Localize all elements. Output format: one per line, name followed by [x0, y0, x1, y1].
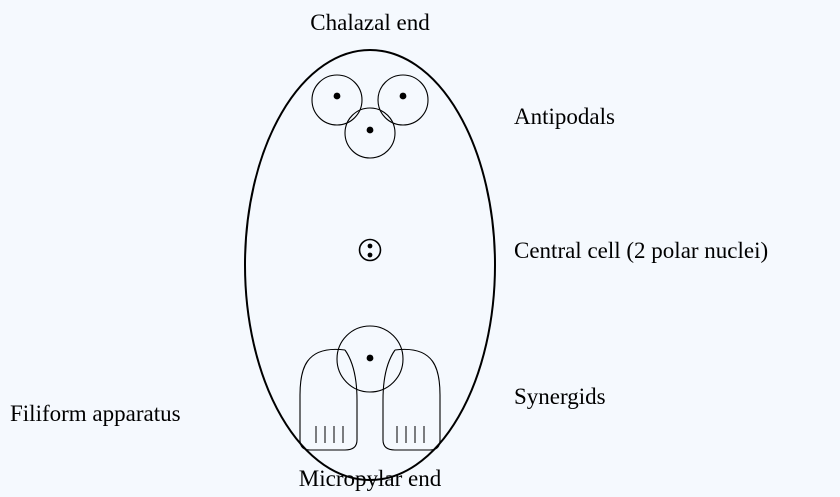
- egg-cell-nucleus: [367, 355, 374, 362]
- synergids: [300, 349, 440, 450]
- polar-nucleus-lower: [368, 253, 373, 258]
- label-antipodals: Antipodals: [514, 104, 615, 129]
- central-cell: [360, 240, 381, 261]
- egg-cell: [337, 326, 403, 392]
- antipodal-nucleus-left: [334, 93, 341, 100]
- antipodal-nucleus-bottom: [367, 127, 374, 134]
- antipodal-cells: [312, 75, 428, 158]
- label-central-cell: Central cell (2 polar nuclei): [514, 238, 768, 263]
- label-micropylar-end: Micropylar end: [299, 466, 442, 491]
- synergid-right: [383, 349, 440, 450]
- embryo-sac-outline: [245, 50, 495, 480]
- antipodal-cell-right: [378, 75, 428, 125]
- label-synergids: Synergids: [514, 384, 606, 409]
- antipodal-cell-left: [312, 75, 362, 125]
- label-chalazal-end: Chalazal end: [310, 10, 430, 35]
- filiform-apparatus: [316, 426, 424, 443]
- synergid-left: [300, 349, 357, 450]
- polar-nucleus-upper: [368, 244, 373, 249]
- antipodal-nucleus-right: [400, 93, 407, 100]
- label-filiform-apparatus: Filiform apparatus: [10, 401, 181, 426]
